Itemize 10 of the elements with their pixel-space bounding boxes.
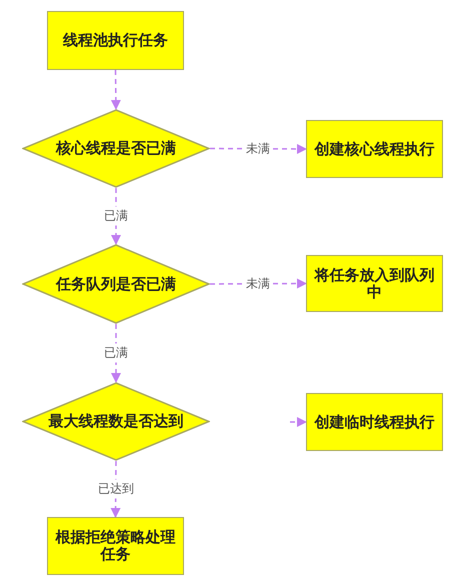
process-box: 创建核心线程执行: [306, 120, 443, 178]
decision-diamond: 核心线程是否已满: [22, 109, 210, 188]
arrow: [290, 417, 307, 427]
decision-diamond: 最大线程数是否达到: [22, 382, 210, 461]
decision-diamond: 任务队列是否已满: [22, 244, 210, 324]
process-box: 将任务放入到队列中: [306, 255, 443, 312]
process-box: 根据拒绝策略处理任务: [47, 517, 184, 575]
arrow: [110, 70, 121, 110]
process-box: 创建临时线程执行: [306, 393, 443, 451]
process-box: 线程池执行任务: [47, 11, 184, 70]
